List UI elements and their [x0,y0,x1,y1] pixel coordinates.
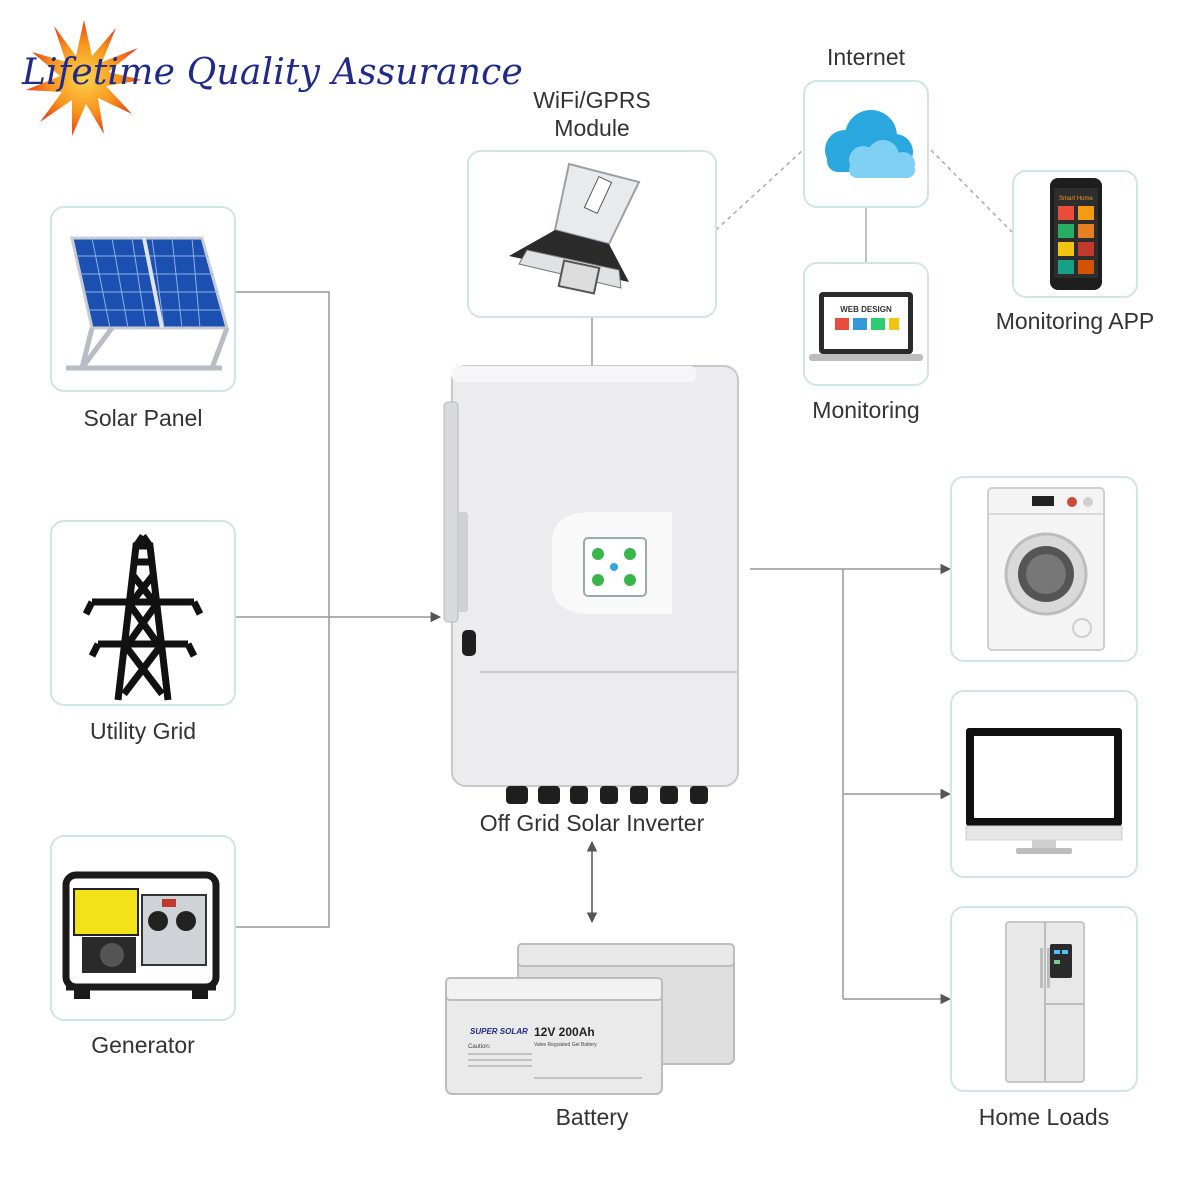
utility-grid-card [50,520,236,706]
computer-monitor-card [950,690,1138,878]
refrigerator-icon [1005,921,1085,1083]
computer-monitor-icon [965,728,1123,854]
monitoring-card: WEB DESIGN [803,262,929,386]
battery-brand-text: SUPER SOLAR [470,1027,528,1036]
quality-assurance-title: Lifetime Quality Assurance [22,52,524,93]
monitoring-app-card: Smart Home [1012,170,1138,298]
battery-label: Battery [555,1104,629,1130]
wifi-module-card [467,150,717,318]
monitoring-app-label: Monitoring APP [995,308,1155,334]
wifi-dongle-icon [509,162,641,295]
laptop-icon: WEB DESIGN [809,292,923,361]
laptop-screen-text: WEB DESIGN [840,305,892,314]
inverter-label: Off Grid Solar Inverter [479,810,705,836]
solar-to-inverter-line [236,291,330,617]
wifi-module-label: WiFi/GPRS Module [533,87,651,141]
transmission-tower-icon [82,533,204,701]
solar-panel-icon [66,236,230,371]
washing-machine-card [950,476,1138,662]
phone-screen-text: Smart Home [1059,196,1093,202]
washing-machine-icon [987,487,1105,651]
wifi-to-internet-dashed [715,149,804,231]
starburst-icon [26,20,142,136]
internet-label: Internet [827,44,905,70]
generator-to-inverter-line [236,617,330,928]
internet-card [803,80,929,208]
generator-icon [62,871,220,999]
cloud-icon [825,110,915,178]
inverter-icon [443,365,739,804]
refrigerator-card [950,906,1138,1092]
battery-rating-text: 12V 200Ah [534,1025,595,1039]
battery-icon: SUPER SOLAR 12V 200Ah Valve Regulated Ge… [445,943,735,1095]
battery-caution-text: Caution: [468,1044,491,1050]
solar-panel-card [50,206,236,392]
monitoring-label: Monitoring [812,397,920,423]
generator-label: Generator [91,1032,195,1058]
generator-card [50,835,236,1021]
solar-panel-label: Solar Panel [83,405,203,431]
utility-grid-label: Utility Grid [89,718,197,744]
smartphone-icon: Smart Home [1050,178,1102,290]
home-loads-label: Home Loads [978,1104,1110,1130]
internet-to-app-dashed [930,149,1013,233]
battery-type-text: Valve Regulated Gel Battery [534,1042,597,1048]
